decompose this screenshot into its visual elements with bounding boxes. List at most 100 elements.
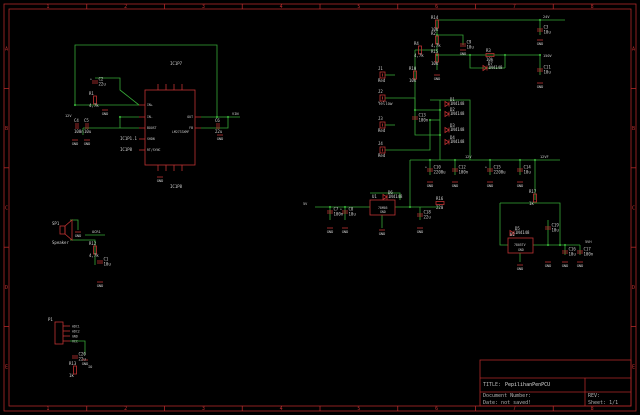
diode-ref: D7 (488, 61, 493, 66)
col-label-top: 2 (124, 4, 127, 10)
u1-gnd-label: GND (380, 210, 386, 214)
ic1-pin-left: SHDN (147, 137, 155, 141)
row-label-right: B (632, 126, 635, 132)
diode-ref: D5 (515, 226, 520, 231)
junction-dot (215, 115, 219, 119)
net-label: 12V (465, 155, 472, 159)
ground-label: GND (545, 264, 552, 268)
ground-label: GND (379, 232, 386, 236)
ground-label: GND (102, 112, 109, 116)
net-label: 12V (65, 114, 72, 118)
col-label-bottom: 2 (124, 406, 127, 412)
title-value: PepilihanPenPCU (505, 382, 550, 388)
capacitor-c12 (452, 168, 458, 172)
jack-j4 (379, 146, 386, 154)
junction-dot (428, 158, 432, 162)
ground-label: GND (427, 184, 434, 188)
resistor-value: 10k (486, 57, 494, 62)
u1-ref: U1 (372, 194, 377, 199)
ground-label: GND (327, 230, 334, 234)
resistor-ref: R3 (486, 48, 491, 53)
resistor-value: 4,7k (414, 53, 424, 58)
capacitor-ref: C13 (419, 113, 427, 118)
junction-dot (226, 115, 230, 119)
capacitor-c13 (412, 116, 418, 120)
row-label-right: D (632, 285, 635, 291)
jack-value: Red (378, 153, 386, 158)
capacitor-value: 2200u (494, 170, 507, 175)
jack-value: Yellow (378, 101, 393, 106)
ground-label: GND (342, 230, 349, 234)
ic1-pin-left: IN- (147, 115, 153, 119)
row-label-left: C (5, 206, 8, 212)
junction-dot (546, 243, 550, 247)
ground-label: GND (217, 137, 224, 141)
wire (395, 198, 411, 208)
junction-dot (118, 115, 122, 119)
jack-j3 (379, 121, 386, 129)
capacitor-c1 (97, 260, 103, 264)
sheet-label: Sheet: 1/1 (588, 400, 618, 406)
junction-dot (73, 103, 77, 107)
capacitor-value: 10u (84, 129, 92, 134)
wire (201, 116, 240, 129)
wire (499, 203, 508, 246)
capacitor-value: 100n (419, 118, 429, 123)
resistor-ref: R17 (529, 189, 537, 194)
wire (385, 120, 431, 151)
net-label: 12VF (540, 155, 549, 159)
jack-j1 (379, 71, 386, 79)
resistor-value: 1k (69, 373, 74, 378)
diode-ref: D3 (450, 123, 455, 128)
row-label-left: B (5, 126, 8, 132)
capacitor-ref: C18 (424, 210, 432, 215)
diode-value: 1N4148 (450, 127, 465, 132)
resistor-value: 10k (409, 78, 417, 83)
header-pin-label: ADC2 (72, 330, 80, 334)
capacitor-value: 100n (459, 170, 469, 175)
capacitor-ref: C6 (215, 118, 220, 123)
resistor-ref: R1 (89, 91, 94, 96)
resistor-value: 10k (431, 61, 439, 66)
wire (437, 34, 464, 45)
capacitor-value: 10u (544, 70, 552, 75)
diode-d1 (444, 100, 450, 108)
capacitor-c19 (545, 226, 551, 230)
junction-dot (563, 243, 567, 247)
col-label-top: 6 (435, 4, 438, 10)
capacitor-ref: C2 (99, 77, 104, 82)
resistor-value: 1k (529, 201, 534, 206)
capacitor-c17 (577, 250, 583, 254)
wire (74, 44, 218, 118)
capacitor-ref: C17 (584, 247, 592, 252)
junction-dot (453, 158, 457, 162)
capacitor-value: 22u (215, 129, 223, 134)
capacitor-value: 22u (99, 82, 107, 87)
capacitor-value: 10u (552, 228, 560, 233)
junction-dot (518, 158, 522, 162)
diode-value: 1N4148 (450, 111, 465, 116)
capacitor-c3 (537, 28, 543, 32)
resistor-ref: R13 (69, 361, 77, 366)
resistor-r2 (435, 35, 439, 45)
diode-d3 (444, 126, 450, 134)
ic1-net-label: IC1P1.1 (120, 136, 137, 141)
u1-part-label: 78M05 (378, 206, 388, 210)
svg-text:+: + (340, 207, 342, 211)
capacitor-ref: C1 (104, 257, 109, 262)
junction-dot (343, 205, 347, 209)
row-label-left: D (5, 285, 8, 291)
ic1-net-label: IC1P8 (120, 147, 133, 152)
capacitor-c14 (517, 168, 523, 172)
junction-dot (328, 205, 332, 209)
capacitor-value: 10u (467, 45, 475, 50)
wire (85, 239, 96, 265)
capacitor-value: 22u (424, 215, 432, 220)
u2-part-label: 7805TV (514, 243, 526, 247)
ground-label: GND (157, 179, 164, 183)
diode-ref: D1 (450, 97, 455, 102)
ic1-part-name: LM2733XMF (172, 130, 189, 134)
col-label-top: 8 (591, 4, 594, 10)
